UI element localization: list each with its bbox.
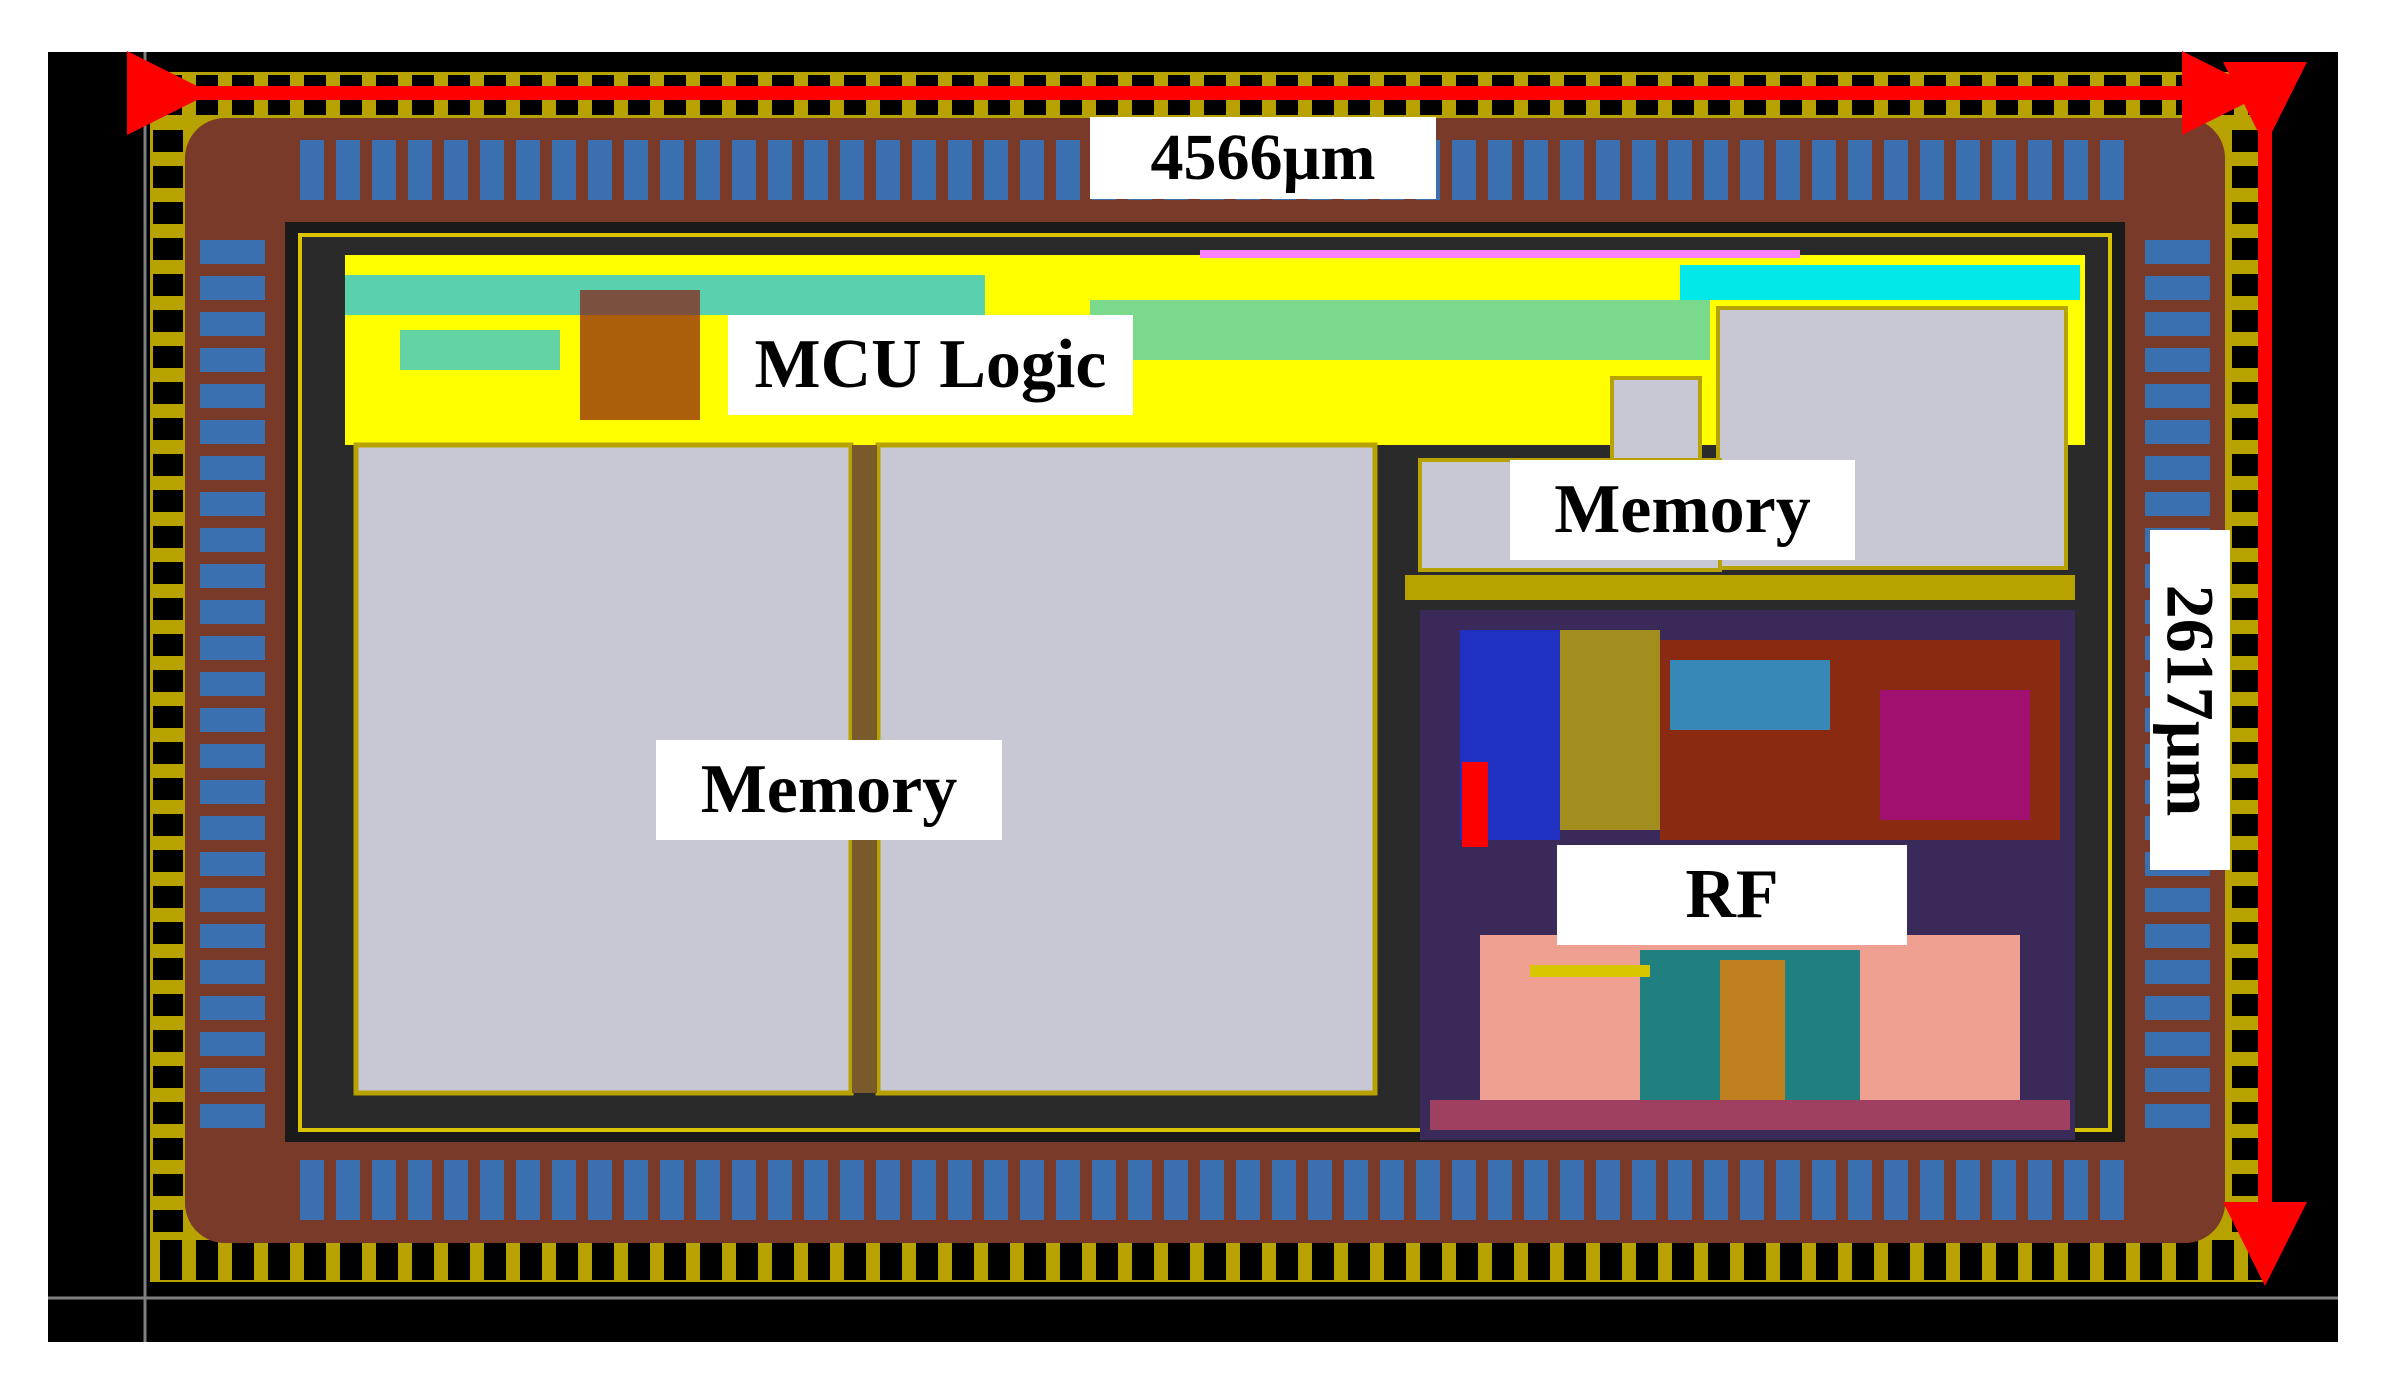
mcu-logic-label: MCU Logic	[728, 315, 1133, 415]
memory-main-label: Memory	[656, 740, 1002, 840]
memory-top-label: Memory	[1510, 460, 1855, 560]
width-dimension-label: 4566µm	[1090, 117, 1436, 199]
core-area	[298, 233, 2112, 1140]
rf-label: RF	[1557, 845, 1907, 945]
height-dimension-label: 2617µm	[2150, 530, 2230, 870]
